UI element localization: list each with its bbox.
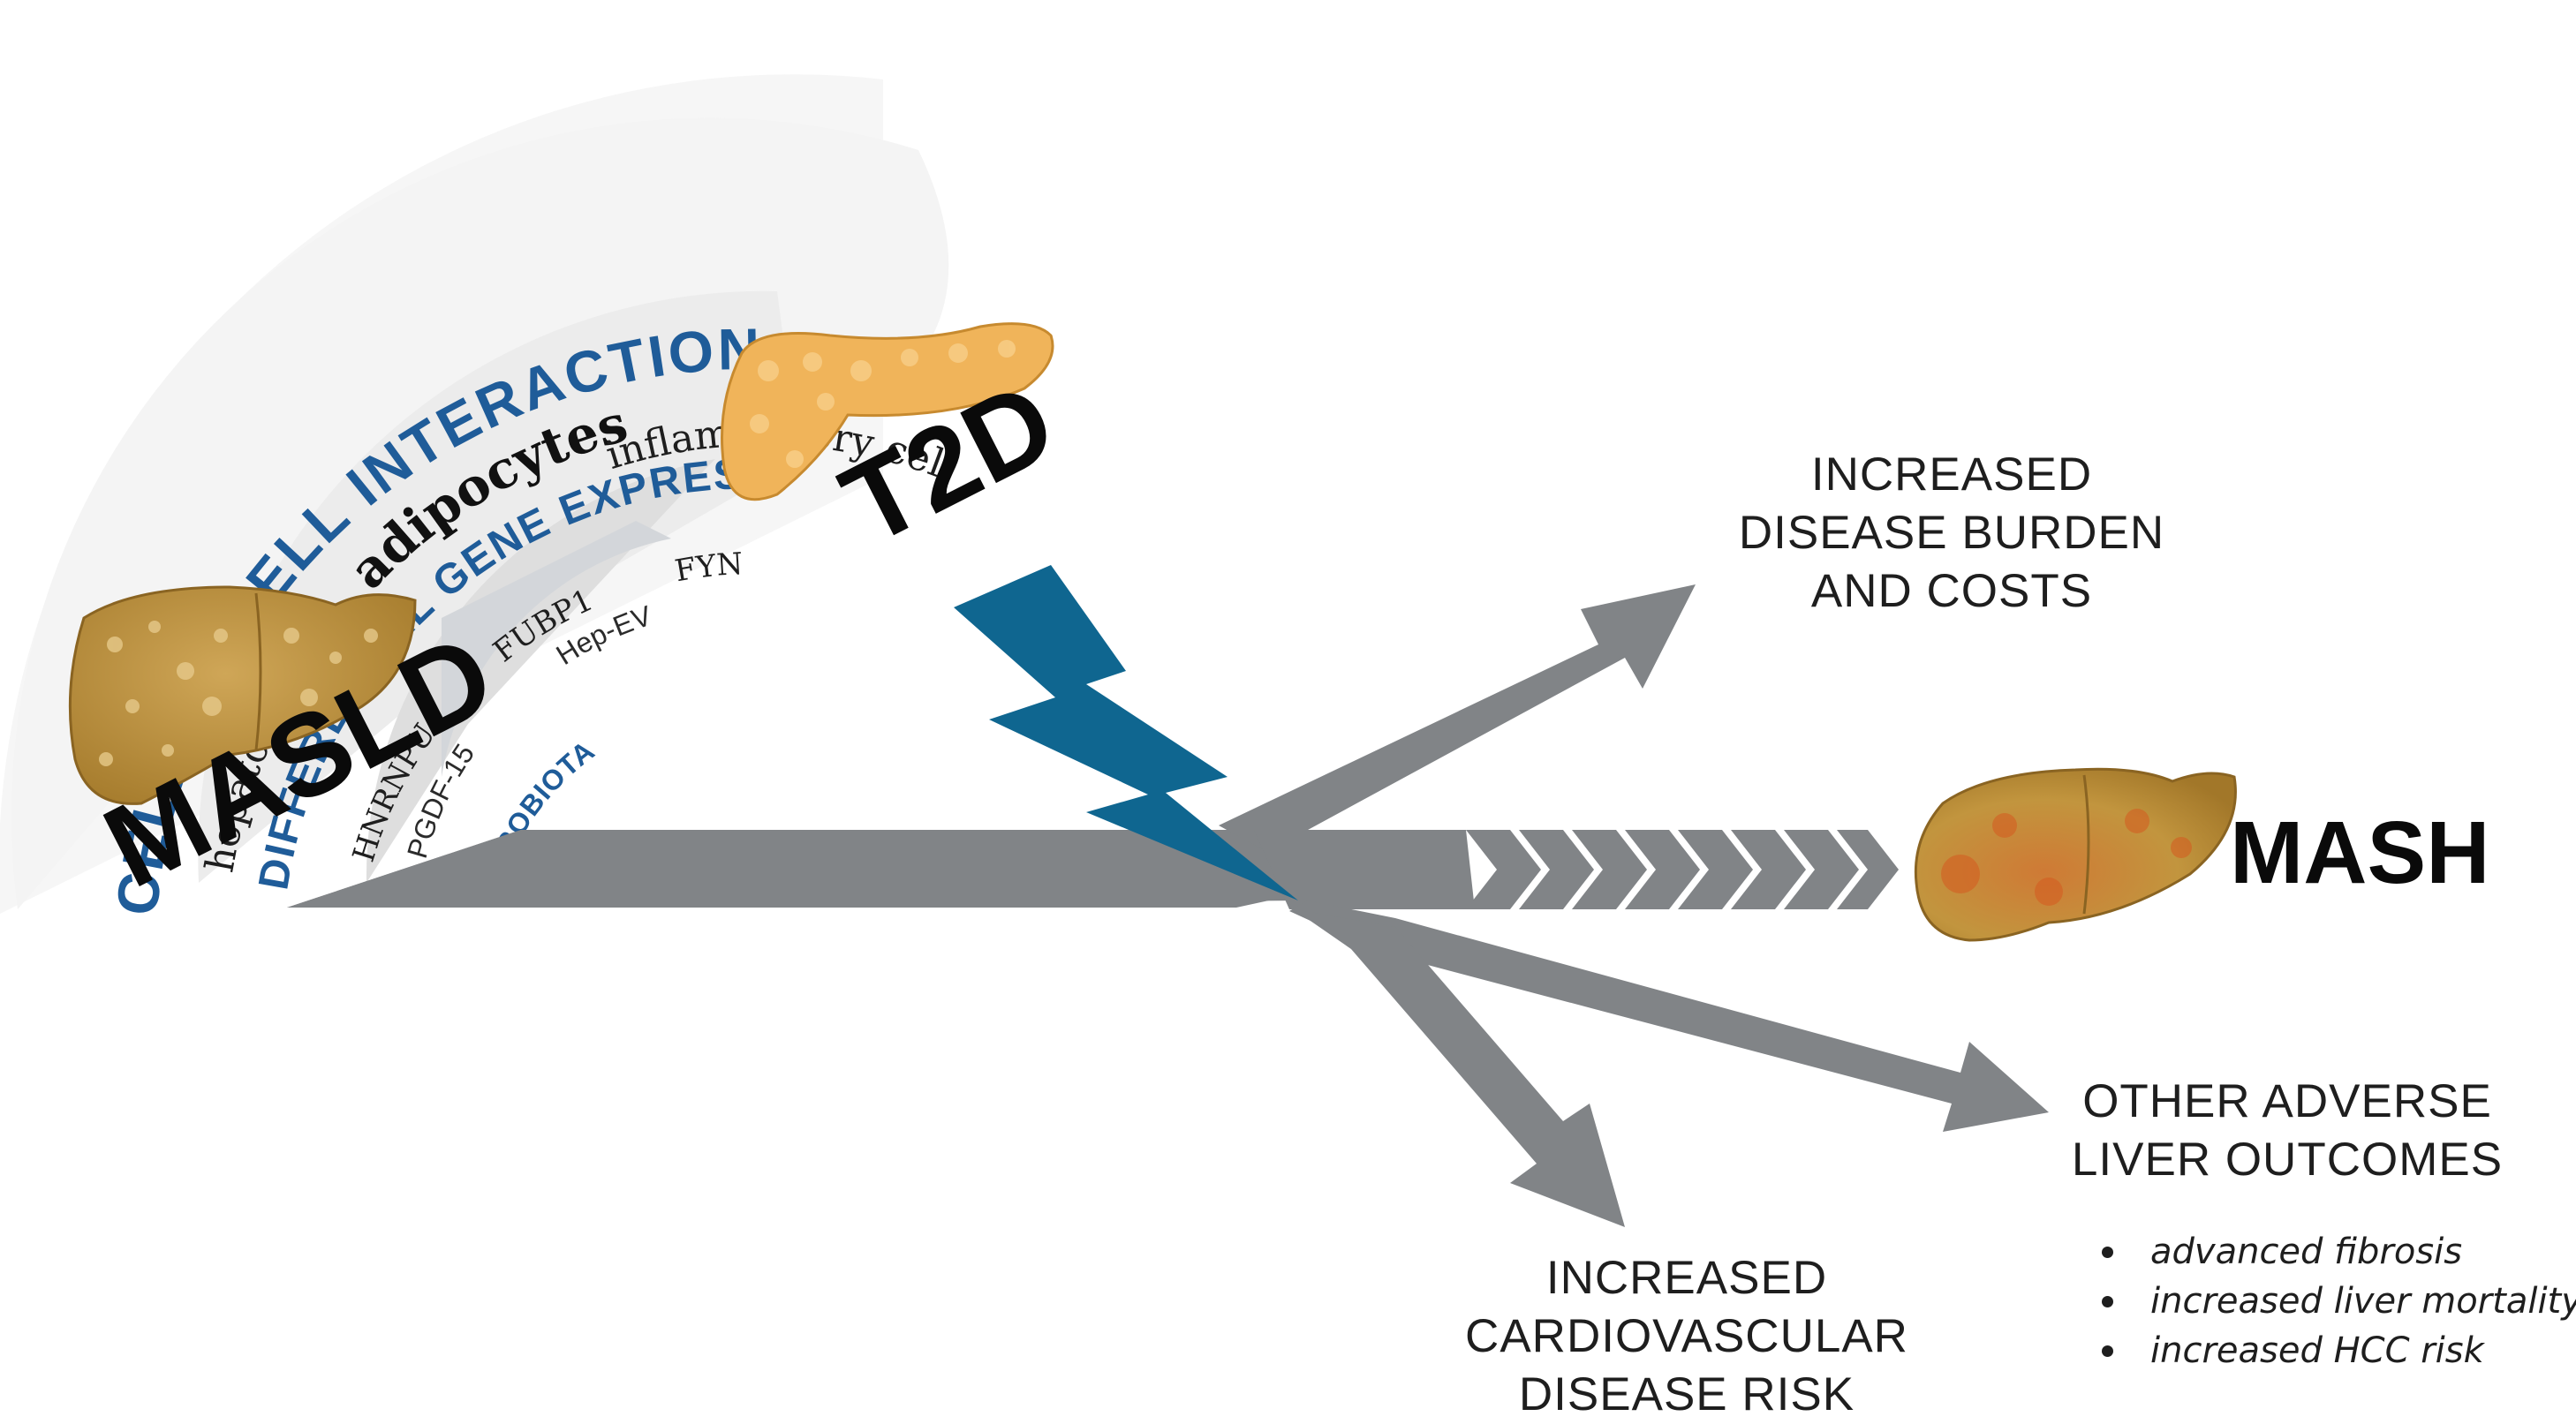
band-to-mash — [1254, 830, 1475, 909]
main-shaft-body — [287, 830, 1289, 908]
chevrons-to-mash — [1466, 830, 1899, 909]
chevron — [1731, 830, 1806, 909]
progression-arrows — [287, 584, 2049, 1227]
outcome-line: OTHER ADVERSE — [2082, 1075, 2492, 1127]
outcome-line: LIVER OUTCOMES — [2071, 1134, 2504, 1186]
masld-liver-lobe-line — [254, 592, 262, 751]
chevron — [1784, 830, 1859, 909]
cardiovascular-outcome: INCREASED CARDIOVASCULAR DISEASE RISK — [1431, 1249, 1943, 1424]
mash-inflammation-spots — [1941, 809, 2192, 906]
chevron — [1572, 830, 1647, 909]
masld-liver-shape — [68, 585, 417, 805]
list-item: increased liver mortality — [2102, 1277, 2576, 1326]
mash-liver-shape — [1914, 767, 2237, 942]
arrow-to-cardiovascular — [1294, 909, 1625, 1227]
chevron — [1519, 830, 1594, 909]
chevron — [1678, 830, 1753, 909]
list-item: increased HCC risk — [2102, 1326, 2576, 1375]
disease-burden-outcome: INCREASED DISEASE BURDEN AND COSTS — [1722, 446, 2181, 621]
fyn-label: FYN — [672, 546, 744, 589]
mash-liver-lobe-line — [2082, 774, 2090, 915]
arrow-to-burden — [1219, 584, 1696, 852]
liver-outcomes: OTHER ADVERSE LIVER OUTCOMES — [2040, 1073, 2534, 1189]
masld-liver-icon — [68, 585, 417, 805]
outcome-line: DISEASE BURDEN — [1738, 507, 2165, 559]
masld-fat-droplets — [99, 621, 378, 766]
outcome-line: INCREASED — [1545, 1252, 1828, 1304]
pancreas-texture — [750, 340, 1016, 468]
lightning-bolt-icon — [954, 565, 1298, 900]
outcome-line: CARDIOVASCULAR — [1465, 1310, 1908, 1362]
chevron — [1466, 830, 1541, 909]
arrow-to-liver-outcomes — [1289, 900, 2049, 1132]
mash-label: MASH — [2230, 803, 2489, 902]
chevron — [1837, 830, 1899, 909]
outcome-line: INCREASED — [1810, 448, 2093, 501]
liver-outcomes-list: advanced fibrosis increased liver mortal… — [2102, 1227, 2576, 1375]
outcome-line: AND COSTS — [1810, 565, 2093, 617]
outcome-line: DISEASE RISK — [1518, 1368, 1855, 1420]
mash-liver-icon — [1914, 767, 2237, 942]
inner-arc-band — [366, 459, 715, 883]
list-item: advanced fibrosis — [2102, 1227, 2576, 1277]
pancreas-icon — [721, 322, 1054, 501]
chevron — [1625, 830, 1700, 909]
core-arc-band — [442, 521, 671, 777]
